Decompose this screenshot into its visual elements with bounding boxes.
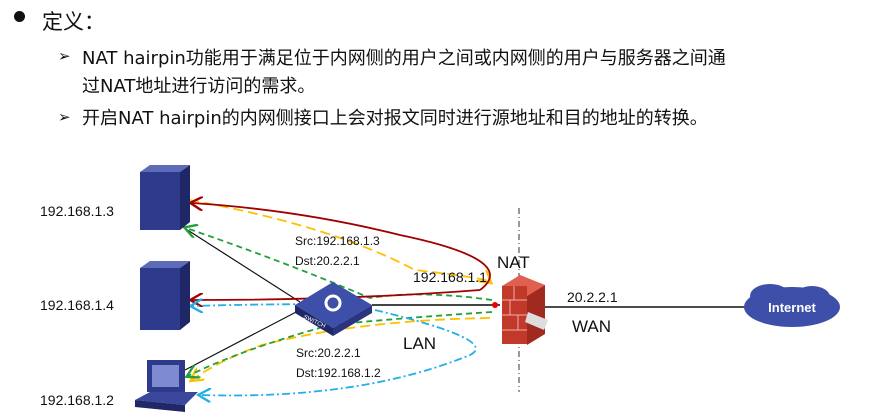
host-ip-2: 192.168.1.4 xyxy=(40,297,114,313)
internet-cloud-icon[interactable]: Internet xyxy=(744,284,840,327)
host-ip-1: 192.168.1.3 xyxy=(40,203,114,219)
packet1-dst: Dst:20.2.2.1 xyxy=(295,254,360,268)
nat-label: NAT xyxy=(497,253,530,272)
nat-inside-ip: 192.168.1.1 xyxy=(413,269,487,285)
nat-interface-dot xyxy=(492,302,498,308)
bullet-dot xyxy=(14,11,25,22)
nat-outside-ip: 20.2.2.1 xyxy=(567,289,618,305)
server-icon[interactable] xyxy=(140,261,190,330)
flow-orange-request xyxy=(188,199,490,282)
internet-label: Internet xyxy=(768,300,816,315)
lan-label: LAN xyxy=(403,334,436,353)
arrow-bullet-icon: ➢ xyxy=(58,47,71,65)
flow-green-1 xyxy=(186,228,493,301)
flow-red-1 xyxy=(192,203,491,291)
switch-icon[interactable]: SWITCH xyxy=(295,282,372,336)
packet1-src: Src:192.168.1.3 xyxy=(295,234,380,248)
bullet-2: 开启NAT hairpin的内网侧接口上会对报文同时进行源地址和目的地址的转换。 xyxy=(82,108,708,129)
pc-icon[interactable] xyxy=(135,360,198,412)
server-icon[interactable] xyxy=(140,165,190,230)
flow-orange-reply xyxy=(192,317,491,380)
firewall-icon[interactable] xyxy=(502,275,548,345)
packet2-src: Src:20.2.2.1 xyxy=(296,346,361,360)
wan-label: WAN xyxy=(572,317,611,336)
heading: 定义： xyxy=(42,10,105,34)
arrow-bullet-icon: ➢ xyxy=(58,108,71,126)
bullet-1-line-1: NAT hairpin功能用于满足位于内网侧的用户之间或内网侧的用户与服务器之间… xyxy=(82,48,726,69)
flow-blue-2 xyxy=(200,309,477,396)
packet2-dst: Dst:192.168.1.2 xyxy=(296,366,381,380)
host-ip-3: 192.168.1.2 xyxy=(40,392,114,408)
bullet-1-line-2: 过NAT地址进行访问的需求。 xyxy=(82,76,316,97)
